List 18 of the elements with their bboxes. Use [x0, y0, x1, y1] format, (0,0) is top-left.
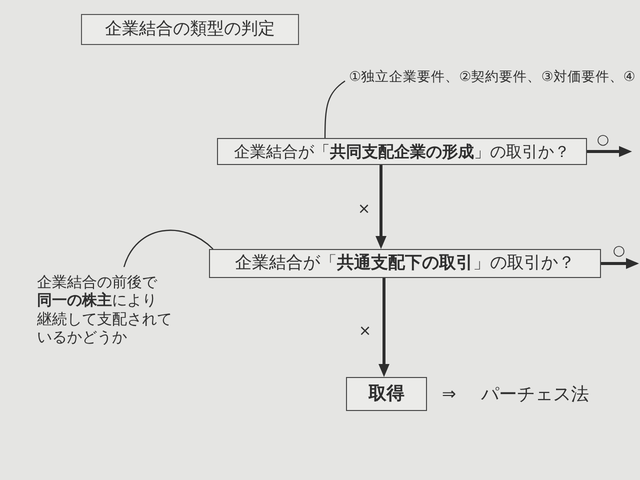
note-text: 企業結合の前後で同一の株主により継続して支配されているかどうか — [37, 273, 172, 346]
implies-sign: ⇒ — [442, 386, 456, 404]
edge-label: ○ — [612, 244, 626, 258]
edge-label: × — [358, 202, 370, 216]
leader-line — [123, 230, 214, 268]
arrow — [601, 258, 639, 269]
note-text: ①独立企業要件、②契約要件、③対価要件、④ — [349, 68, 636, 86]
question-box: 企業結合が「共同支配企業の形成」の取引か？ — [217, 138, 587, 165]
result-box: 取得 — [346, 377, 427, 411]
question-box: 企業結合が「共通支配下の取引」の取引か？ — [209, 249, 601, 278]
arrow — [587, 146, 632, 157]
edge-label: ○ — [596, 133, 610, 147]
edge-label: × — [358, 324, 372, 338]
arrow — [376, 165, 386, 249]
result-text: パーチェス法 — [481, 386, 589, 404]
arrow — [378, 278, 390, 377]
title-box: 企業結合の類型の判定 — [81, 14, 299, 45]
leader-line — [324, 80, 346, 138]
